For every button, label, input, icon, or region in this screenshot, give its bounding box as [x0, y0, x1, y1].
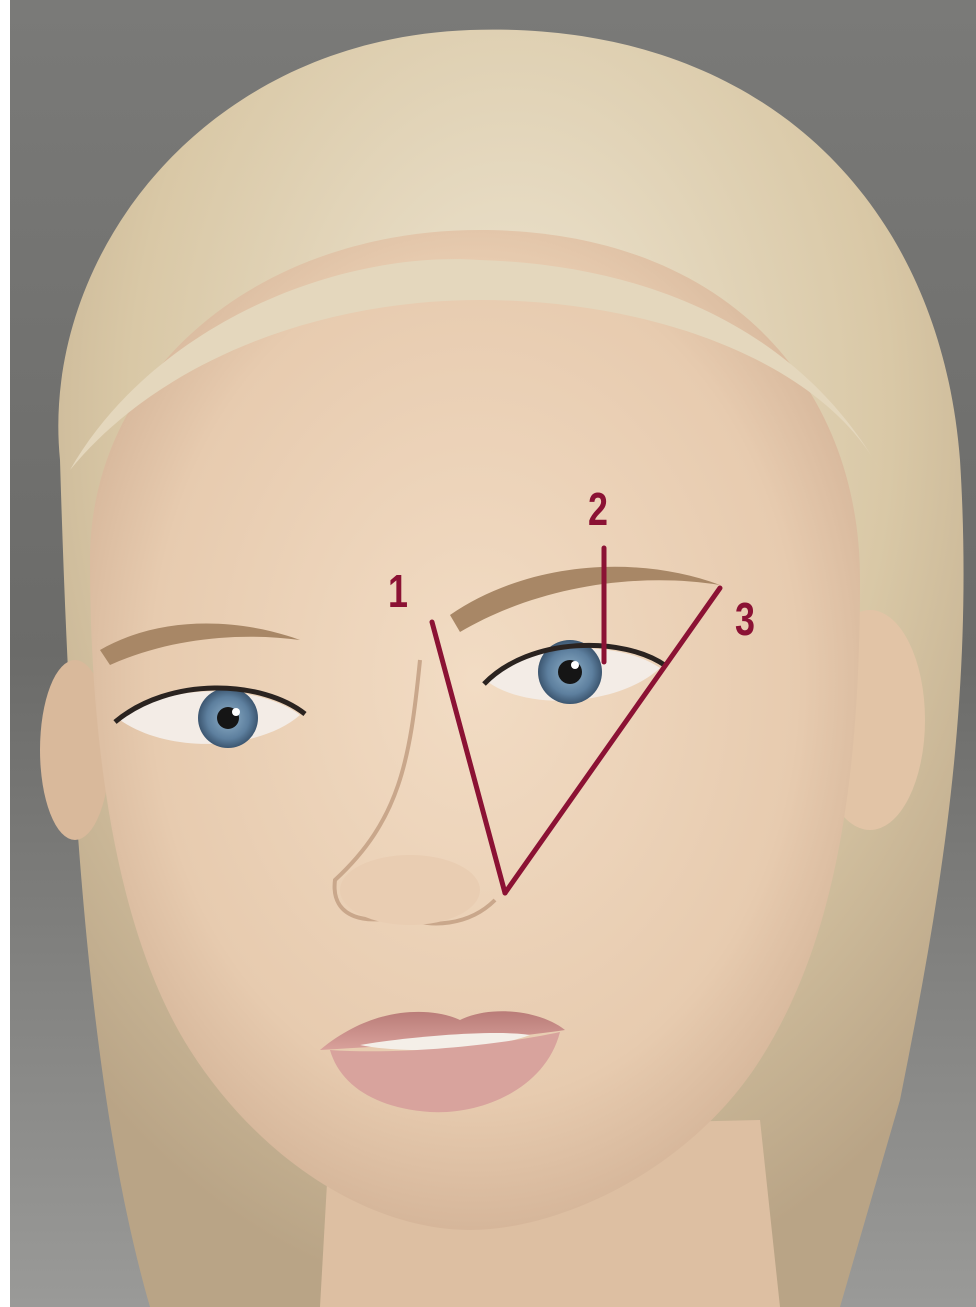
teeth: [360, 1033, 530, 1051]
guide-line-3: [502, 585, 723, 896]
left-border: [0, 0, 10, 1307]
guide-line-1: [429, 619, 508, 896]
left-ear: [40, 660, 110, 840]
nose-bridge: [332, 659, 497, 926]
left-eyebrow: [100, 623, 300, 665]
right-lashes: [482, 642, 668, 686]
right-catchlight: [571, 661, 579, 669]
nose-tip: [340, 855, 480, 925]
guide-label-1: 1: [388, 565, 408, 617]
left-catchlight: [232, 708, 240, 716]
face: [90, 230, 860, 1230]
hairline: [70, 259, 880, 470]
left-lashes: [113, 685, 307, 724]
lower-lip: [330, 1032, 560, 1113]
guide-label-2: 2: [588, 483, 608, 535]
right-eyebrow: [450, 566, 720, 632]
upper-lip: [320, 1011, 565, 1050]
guide-label-3: 3: [735, 593, 755, 645]
